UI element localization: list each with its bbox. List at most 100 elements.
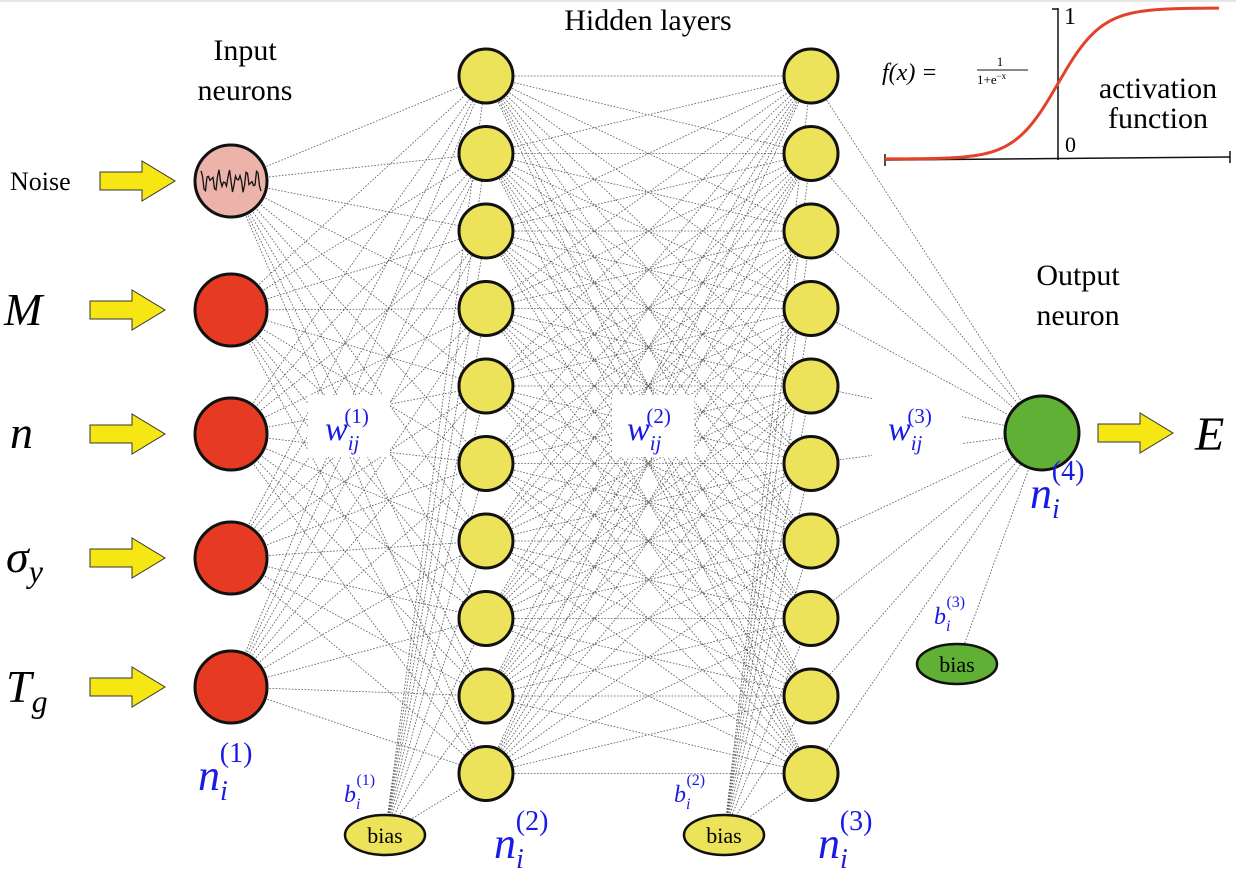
formula-lhs: f(x) = xyxy=(882,60,938,86)
hidden-neuron xyxy=(782,512,840,570)
weight-edge xyxy=(230,153,487,435)
hidden-neuron xyxy=(782,125,840,182)
weight-edge xyxy=(230,686,487,774)
weight-edge xyxy=(810,385,1043,434)
svg-text:wij(2): wij(2) xyxy=(627,404,671,455)
weight-edge xyxy=(485,153,812,774)
weight-edge xyxy=(810,432,1043,697)
weight-edge xyxy=(230,463,487,559)
weight-edge xyxy=(230,557,487,619)
input-label-T-g: Tg xyxy=(6,661,48,719)
input-arrow-icon xyxy=(99,160,176,202)
weight-edge xyxy=(810,153,1043,434)
weight-label-3: wij(3) xyxy=(872,395,962,457)
weight-edge xyxy=(230,75,487,182)
weight-edge xyxy=(230,686,487,697)
weight-edge xyxy=(230,180,487,387)
weight-edge xyxy=(485,75,812,232)
weight-edge xyxy=(230,180,487,464)
weight-edge xyxy=(230,230,487,688)
weight-edge xyxy=(230,180,487,232)
bias-edge xyxy=(384,75,487,836)
hidden-neuron xyxy=(457,357,515,415)
weight-edge xyxy=(230,180,487,309)
bias-node-label: bias xyxy=(367,823,402,848)
input-label-M: M xyxy=(3,284,45,335)
weight-edge xyxy=(230,618,487,688)
weight-edge xyxy=(230,463,487,688)
weight-edge xyxy=(485,385,812,697)
weight-edge xyxy=(485,695,812,774)
bias-edge xyxy=(956,432,1043,665)
hidden-title: Hidden layers xyxy=(564,4,731,37)
weight-edge xyxy=(230,433,487,774)
input-neuron xyxy=(193,649,269,725)
hidden-neuron xyxy=(457,125,515,182)
bias-edge xyxy=(384,618,487,836)
hidden-neuron xyxy=(457,590,515,647)
weight-edge xyxy=(230,557,487,774)
weight-edge xyxy=(230,75,487,559)
weight-edge xyxy=(485,308,812,697)
output-arrow-icon xyxy=(1097,412,1174,454)
hidden-neuron xyxy=(782,590,840,647)
hidden-neuron xyxy=(782,202,840,260)
hidden-neuron xyxy=(457,667,515,725)
weight-edge xyxy=(485,75,812,387)
weight-edge xyxy=(810,432,1043,774)
weight-edge xyxy=(485,75,812,154)
input-neuron xyxy=(193,520,269,596)
weight-edge xyxy=(485,75,812,697)
weight-edge xyxy=(230,433,487,619)
bias-edge xyxy=(723,75,812,836)
weight-edge xyxy=(230,75,487,311)
activation-label-line1: activation xyxy=(1099,72,1217,105)
input-arrow-icon xyxy=(89,666,166,708)
layer-label-3: ni(3) xyxy=(818,806,872,872)
weight-edge xyxy=(230,308,487,688)
weight-edge xyxy=(230,309,487,387)
weight-edge xyxy=(485,618,812,774)
bias-node-label: bias xyxy=(939,652,974,677)
weight-edge xyxy=(230,433,487,697)
weight-edge xyxy=(485,153,812,542)
weight-edge xyxy=(230,385,487,559)
input-label-n: n xyxy=(10,407,33,458)
weight-edge xyxy=(230,308,487,311)
sigmoid-curve xyxy=(884,6,1220,161)
hidden-neuron xyxy=(782,280,840,337)
weight-edge xyxy=(230,153,487,182)
bias-node xyxy=(682,813,766,857)
output-title-line2: neuron xyxy=(1036,299,1119,332)
layer-label-2: ni(2) xyxy=(494,806,548,872)
input-title-line2: neurons xyxy=(198,74,293,107)
hidden-neuron xyxy=(782,47,840,105)
bias-edge xyxy=(723,618,812,836)
weight-edge xyxy=(485,463,812,774)
bias-node xyxy=(915,642,999,686)
weight-edge xyxy=(230,309,487,619)
connections xyxy=(230,75,1043,836)
bias-label-2: bi(2) xyxy=(674,772,705,813)
activation-label-line2: function xyxy=(1108,102,1208,135)
bias-edge xyxy=(384,230,487,836)
bias-edge xyxy=(384,153,487,836)
weight-edge xyxy=(810,432,1043,619)
input-arrow-icon xyxy=(89,289,166,331)
hidden-neuron xyxy=(457,512,515,570)
hidden-neuron xyxy=(457,435,515,492)
hidden-neuron xyxy=(782,435,840,492)
formula-denominator: 1+e−x xyxy=(977,71,1007,87)
weight-edge xyxy=(230,309,487,774)
input-arrow-icon xyxy=(89,537,166,579)
weight-edge xyxy=(810,75,1043,434)
weight-edge xyxy=(230,433,487,542)
hidden-neuron xyxy=(457,280,515,337)
bias-node xyxy=(343,813,427,857)
weight-edge xyxy=(230,75,487,435)
weight-edge xyxy=(230,540,487,559)
weight-label-1: wij(1) xyxy=(308,395,390,457)
output-label-E: E xyxy=(1194,408,1224,461)
weight-edge xyxy=(485,75,812,309)
